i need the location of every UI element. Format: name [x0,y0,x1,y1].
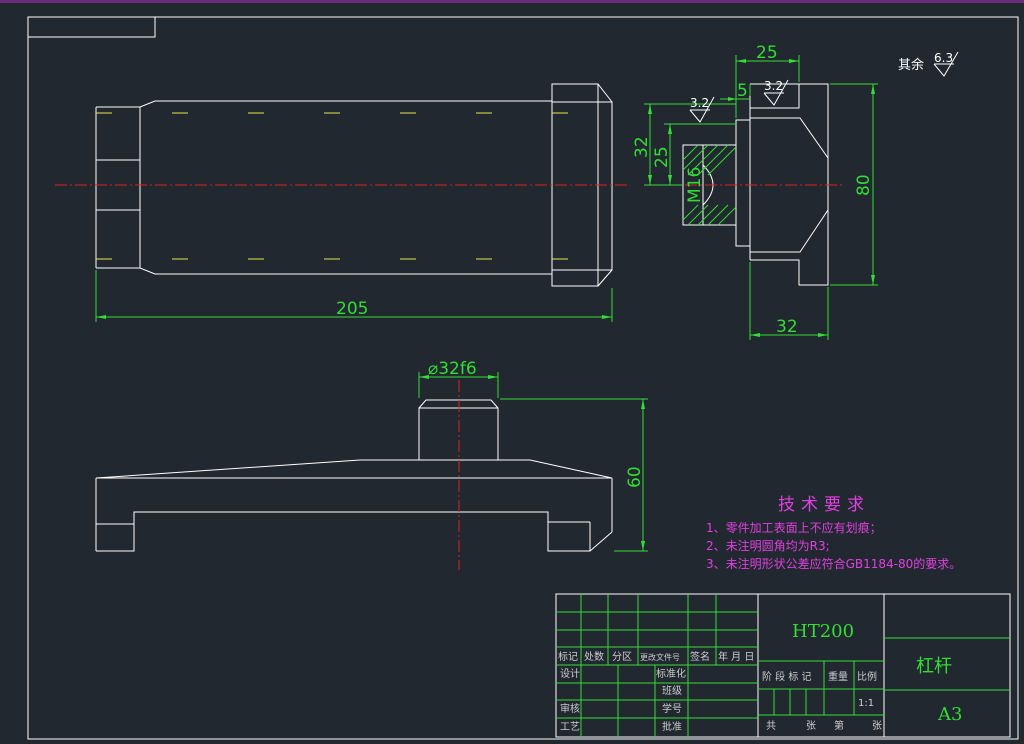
dim-diameter-label: ⌀32f6 [428,359,477,379]
tb-ratio: 比例 [857,670,877,683]
dim-pin-height: 32 25 [632,103,736,186]
tb-design: 设计 [560,667,580,680]
shaft-front-view [95,83,613,287]
roughness-right-value: 3.2 [764,79,783,93]
tb-number: 第 [834,719,844,732]
roughness-general: 其余 6.3 [898,51,959,77]
lever-top-view [95,399,613,552]
tb-standardize: 标准化 [656,667,686,680]
dim-base-height: 60 [500,398,648,552]
tech-requirement-1: 1、零件加工表面上不应有划痕； [706,520,882,535]
dim-5-label: 5 [737,81,748,101]
tb-mark: 标记 [558,651,578,663]
thread-label: M16 [685,167,705,203]
tb-review: 审核 [560,702,580,715]
corner-label-box [27,16,156,38]
roughness-general-prefix: 其余 [898,57,924,73]
dim-25-top-label: 25 [756,43,778,63]
roughness-right: 3.2 [763,79,789,106]
dim-flange-width: 32 [749,262,829,340]
tb-sheet: 张 [872,720,882,732]
tb-approve: 批准 [662,720,682,733]
tb-stage-mark: 阶 段 标 记 [762,670,812,683]
dim-flange-height: 80 [830,83,878,286]
tb-material: HT200 [792,621,854,642]
roughness-left-value: 3.2 [690,96,709,110]
tb-student-id: 学号 [662,702,682,715]
tb-change-doc: 更改文件号 [640,652,680,662]
tech-requirement-3: 3、未注明形状公差应符合GB1184-80的要求。 [706,556,961,571]
tb-sheet-size: A3 [937,704,962,725]
tb-total: 共 [766,720,776,732]
drawing-border [27,16,1019,740]
tb-signature: 签名 [690,650,710,663]
lever-side-view [682,83,829,286]
dim-small-offset: 5 [720,81,751,101]
dim-shaft-diameter: ⌀32f6 [418,359,499,398]
tb-weight: 重量 [828,670,848,683]
dim-32-bottom-label: 32 [776,317,798,337]
dim-32-left-label: 32 [632,136,652,158]
dim-end-width: 25 [735,43,800,118]
tb-part-name: 杠杆 [916,656,952,677]
tb-process: 工艺 [560,721,580,733]
tb-sheets: 张 [806,720,816,732]
window-top-bar [0,0,1024,3]
dim-25-left-label: 25 [652,146,672,168]
dim-overall-length: 205 [95,270,613,322]
tb-date: 年 月 日 [718,650,754,663]
roughness-general-value: 6.3 [934,51,953,65]
tech-requirement-2: 2、未注明圆角均为R3; [706,538,830,553]
title-block: 标记 处数 分区 更改文件号 签名 年 月 日 设计 标准化 班级 审核 学号 … [555,593,1011,738]
roughness-left: 3.2 [689,96,715,123]
tb-class: 班级 [662,685,682,697]
tb-count: 处数 [584,650,604,663]
dim-60-label: 60 [625,466,645,488]
thread-section-hatch [682,144,737,226]
dim-80-label: 80 [854,174,874,196]
tb-zone: 分区 [612,651,632,663]
tech-requirements-title: 技术要求 [778,495,870,515]
dim-205-label: 205 [336,299,368,319]
tb-scale: 1:1 [858,698,874,709]
